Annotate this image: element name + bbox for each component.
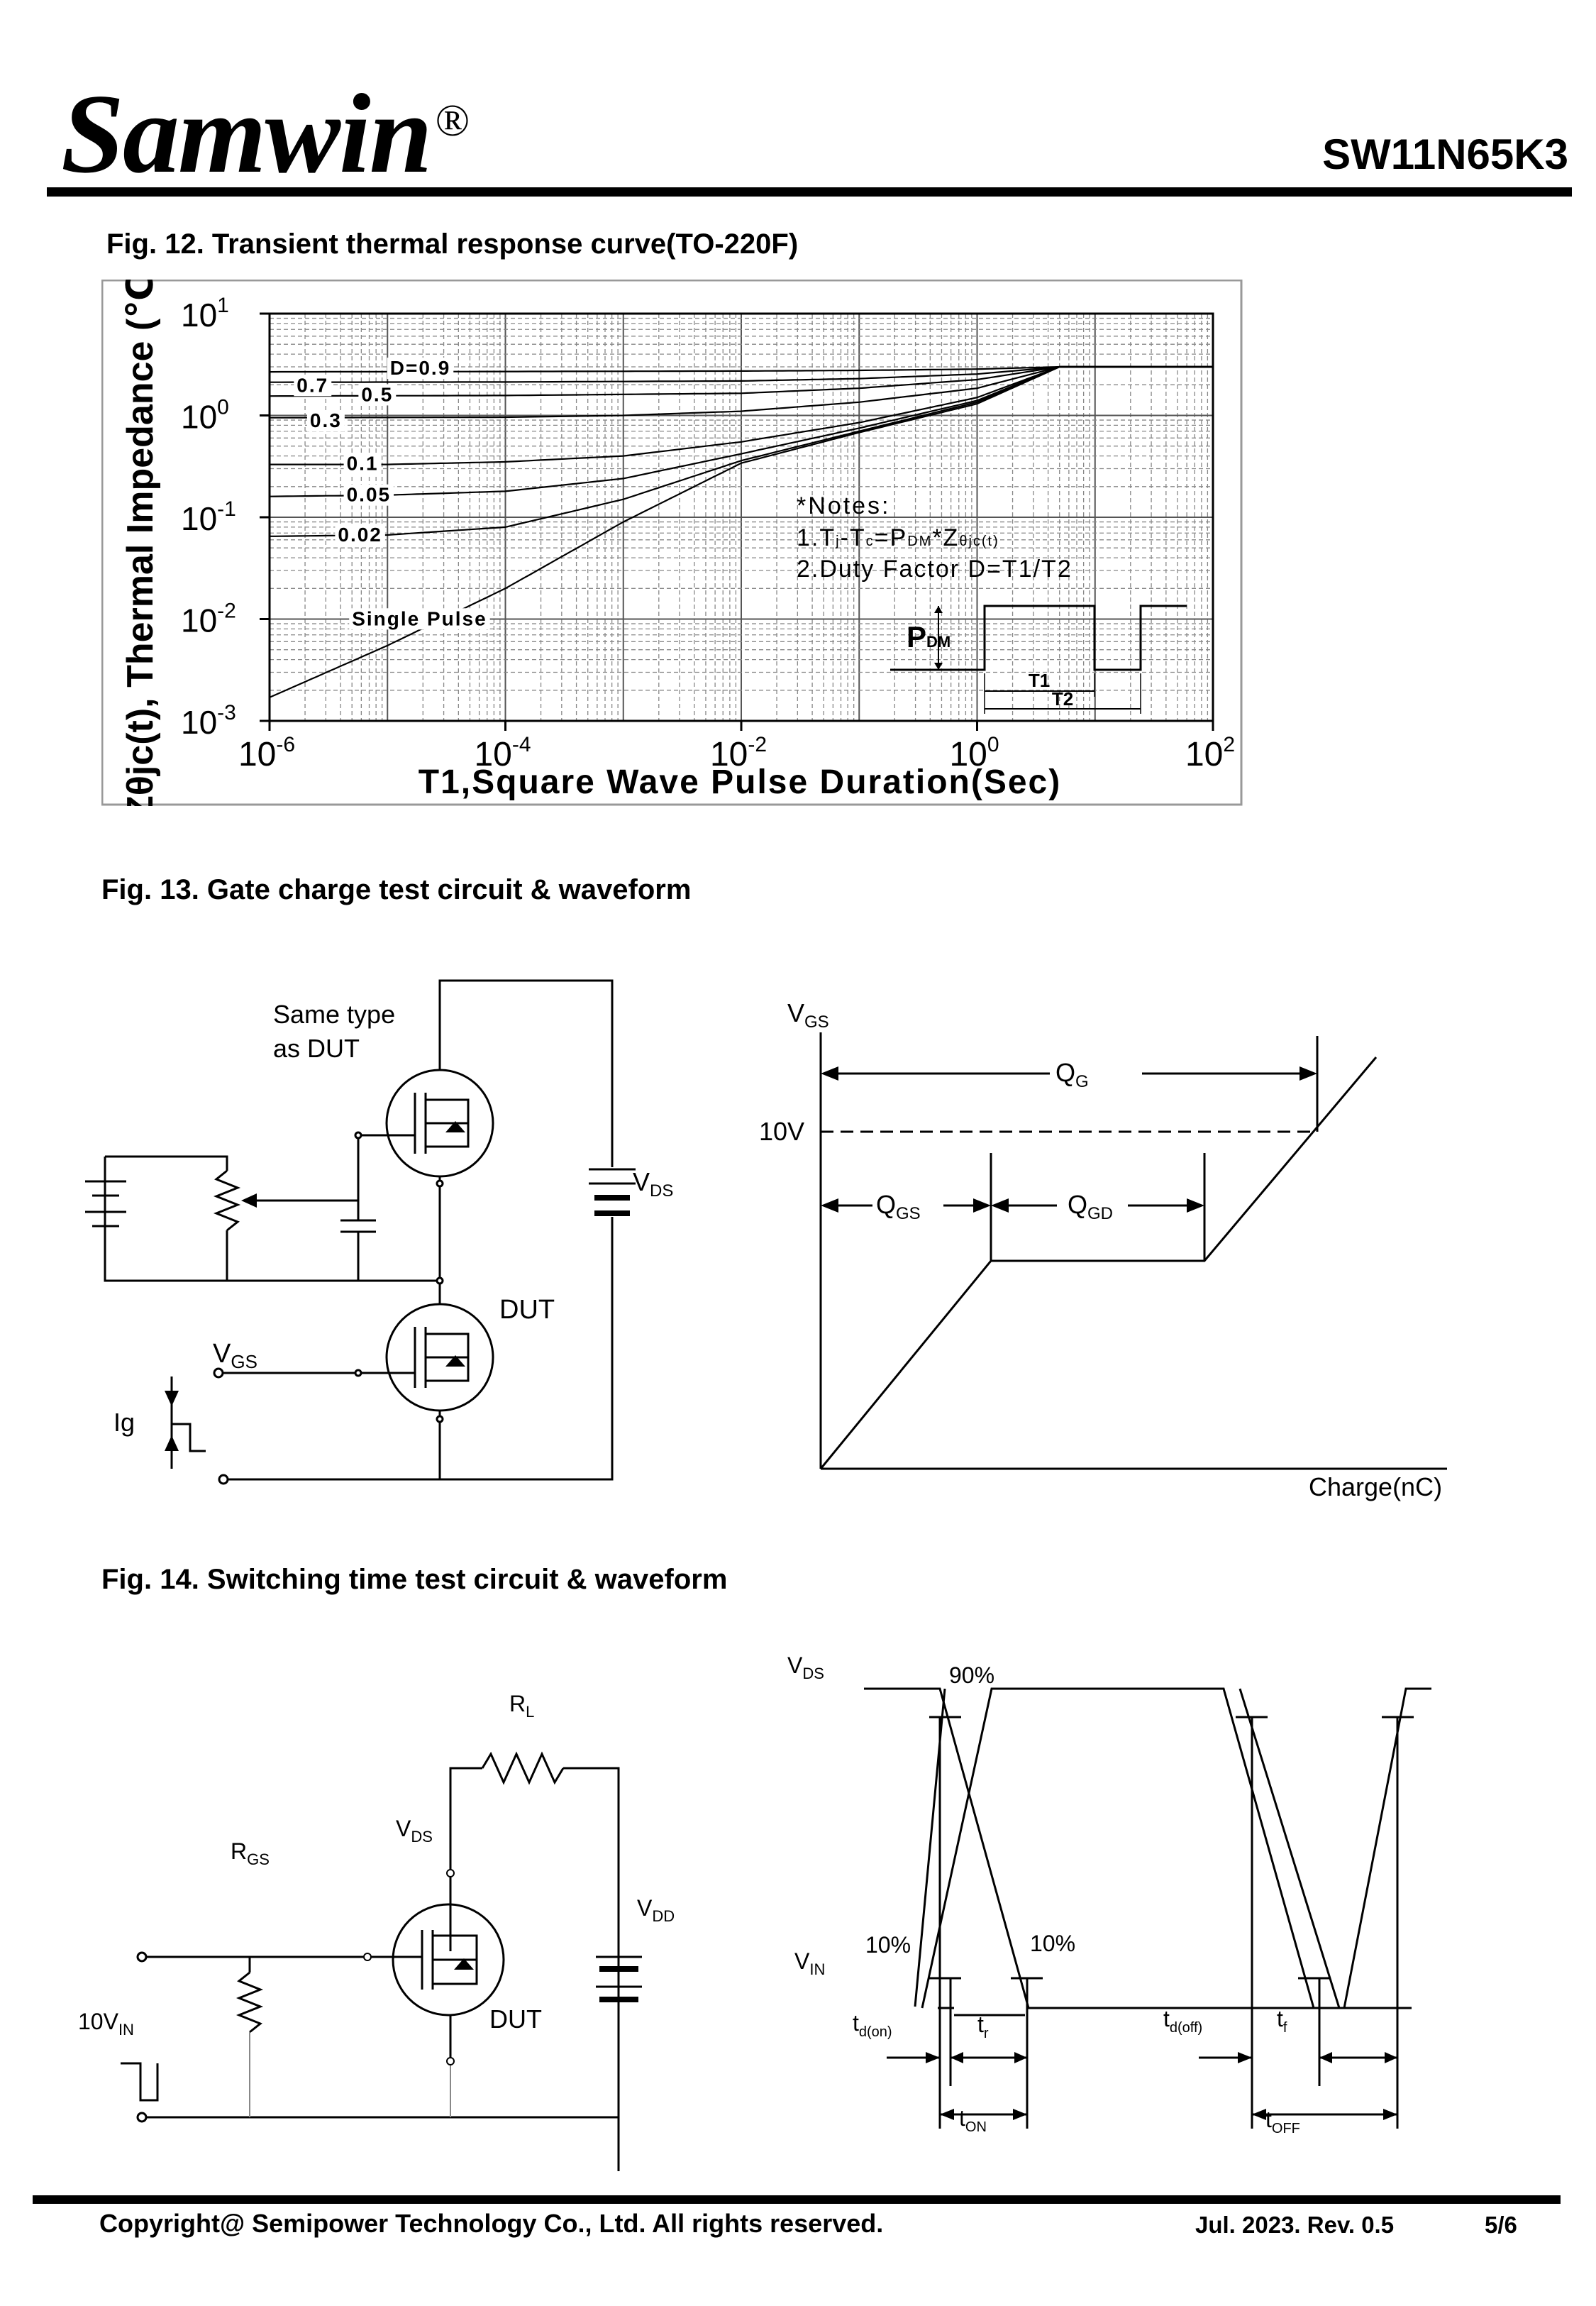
series-label-bg (387, 358, 454, 380)
series-label-bg (343, 484, 394, 506)
part-number: SW11N65K3 (1322, 131, 1568, 178)
series-label: D=0.9 (390, 357, 451, 379)
t2-label: T2 (1052, 688, 1073, 710)
series-label: 0.5 (361, 383, 393, 405)
vds-label: VDS (633, 1167, 673, 1201)
pdm-label: PDM (907, 620, 951, 653)
brand-logo: Samwin® (61, 77, 470, 190)
note-2: 2.Duty Factor D=T1/T2 (797, 556, 1073, 583)
series-label: 0.02 (338, 524, 382, 546)
rgs-label: RGS (231, 1838, 270, 1868)
vds-wave-label: VDS (787, 1653, 824, 1682)
ig-label: Ig (113, 1408, 135, 1437)
gate-charge-circuit (85, 979, 636, 1485)
tdon-label: td(on) (853, 2010, 892, 2040)
x-axis-title: T1,Square Wave Pulse Duration(Sec) (419, 763, 1061, 801)
x-tick-label: 100 (949, 733, 999, 773)
ton-label: tON (959, 2105, 987, 2135)
tdoff-label: td(off) (1163, 2006, 1202, 2036)
toff-label: tOFF (1265, 2107, 1300, 2136)
page-number: 5/6 (1485, 2212, 1517, 2238)
fig14-diagram: RL RGS VDS VDD 10VIN DUT VDS 90% (78, 1653, 1431, 2171)
vgs-label: VGS (213, 1339, 257, 1372)
series-label: 0.1 (347, 453, 379, 475)
series-label: Single Pulse (352, 607, 487, 629)
series-label: 0.3 (310, 409, 342, 431)
x-tick-label: 102 (1185, 733, 1235, 773)
x-tick-label: 10-6 (238, 733, 295, 773)
copyright-text: Copyright@ Semipower Technology Co., Ltd… (99, 2209, 884, 2238)
same-type-label-2: as DUT (273, 1034, 360, 1063)
dut-label: DUT (499, 1295, 555, 1325)
series-label: 0.7 (297, 374, 328, 396)
90-percent-label: 90% (949, 1662, 994, 1688)
y-tick-label: 10-3 (181, 701, 236, 741)
qgd-label: QGD (1068, 1190, 1113, 1223)
vds-node-label: VDS (396, 1816, 433, 1846)
dut-mosfet-symbol (223, 1284, 494, 1479)
note-1: 1.Tj-Tc=PDM*Zθjc(t) (797, 524, 999, 551)
y-tick-label: 10-2 (181, 600, 236, 639)
same-type-label-1: Same type (273, 1000, 395, 1029)
vds-battery (589, 1168, 636, 1216)
series-label-bg (358, 384, 397, 406)
charge-axis-label: Charge(nC) (1309, 1472, 1442, 1501)
y-axis-title: Zθjc(t), Thermal Impedance (℃/W) (120, 280, 161, 806)
series-label-bg (306, 410, 345, 432)
series-label: 0.05 (347, 484, 391, 506)
10-percent-label-a: 10% (865, 1932, 911, 1958)
t1-label: T1 (1029, 670, 1050, 691)
fig13-diagram: Same type as DUT VDS DUT VGS Ig VGS QG 1… (85, 979, 1447, 1501)
brand-name: Samwin (61, 70, 433, 197)
series-line (270, 365, 1213, 419)
y-tick-label: 10-1 (181, 497, 236, 537)
x-tick-label: 10-4 (474, 733, 531, 773)
y-tick-label: 100 (181, 396, 229, 436)
vgs-axis-label: VGS (787, 998, 829, 1032)
dut-label-2: DUT (489, 2004, 542, 2034)
switching-waveform (864, 1687, 1431, 2129)
rl-label: RL (509, 1691, 534, 1721)
x-tick-label: 10-2 (710, 733, 767, 773)
ig-pulse-source (170, 1377, 206, 1469)
fig12-chart: 10-6 10-4 10-2 100 102 10-3 10-2 10-1 100 101 D=0… (101, 280, 1243, 806)
gate-bias-network (85, 1155, 440, 1282)
pulse-waveform (890, 605, 1187, 671)
10-percent-label-b: 10% (1030, 1931, 1075, 1956)
upper-mosfet-symbol (357, 1047, 494, 1284)
fig12-title: Fig. 12. Transient thermal response curv… (106, 228, 799, 260)
y-tick-label: 101 (181, 294, 229, 333)
vdd-label: VDD (637, 1895, 675, 1925)
fig14-title: Fig. 14. Switching time test circuit & w… (101, 1564, 728, 1595)
qgs-label: QGS (876, 1190, 921, 1223)
vin-source-label: 10VIN (78, 2009, 134, 2039)
series-label-bg (335, 524, 385, 546)
fig13-title: Fig. 13. Gate charge test circuit & wave… (101, 874, 692, 905)
vin-wave-label: VIN (794, 1948, 825, 1978)
notes-heading: *Notes: (797, 492, 891, 519)
series-line (270, 365, 1213, 465)
10v-label: 10V (759, 1117, 804, 1146)
series-label-bg (349, 608, 490, 630)
chart-ticks: 10-6 10-4 10-2 100 102 10-3 10-2 10-1 100 101 (181, 294, 1235, 773)
pulse-inset (890, 605, 1187, 714)
chart-frame (101, 280, 1243, 806)
footer-rule (33, 2195, 1561, 2204)
header-rule (47, 187, 1572, 197)
series-label-bg (294, 375, 332, 397)
registered-mark: ® (435, 95, 470, 145)
qg-label: QG (1055, 1058, 1089, 1091)
tf-label: tf (1277, 2006, 1287, 2036)
chart-notes: *Notes: 1.Tj-Tc=PDM*Zθjc(t) 2.Duty Facto… (797, 492, 1073, 583)
gate-charge-waveform (819, 1032, 1447, 1470)
series-label-bg (343, 453, 382, 475)
tr-label: tr (977, 2012, 989, 2041)
revision-date: Jul. 2023. Rev. 0.5 (1195, 2212, 1395, 2238)
